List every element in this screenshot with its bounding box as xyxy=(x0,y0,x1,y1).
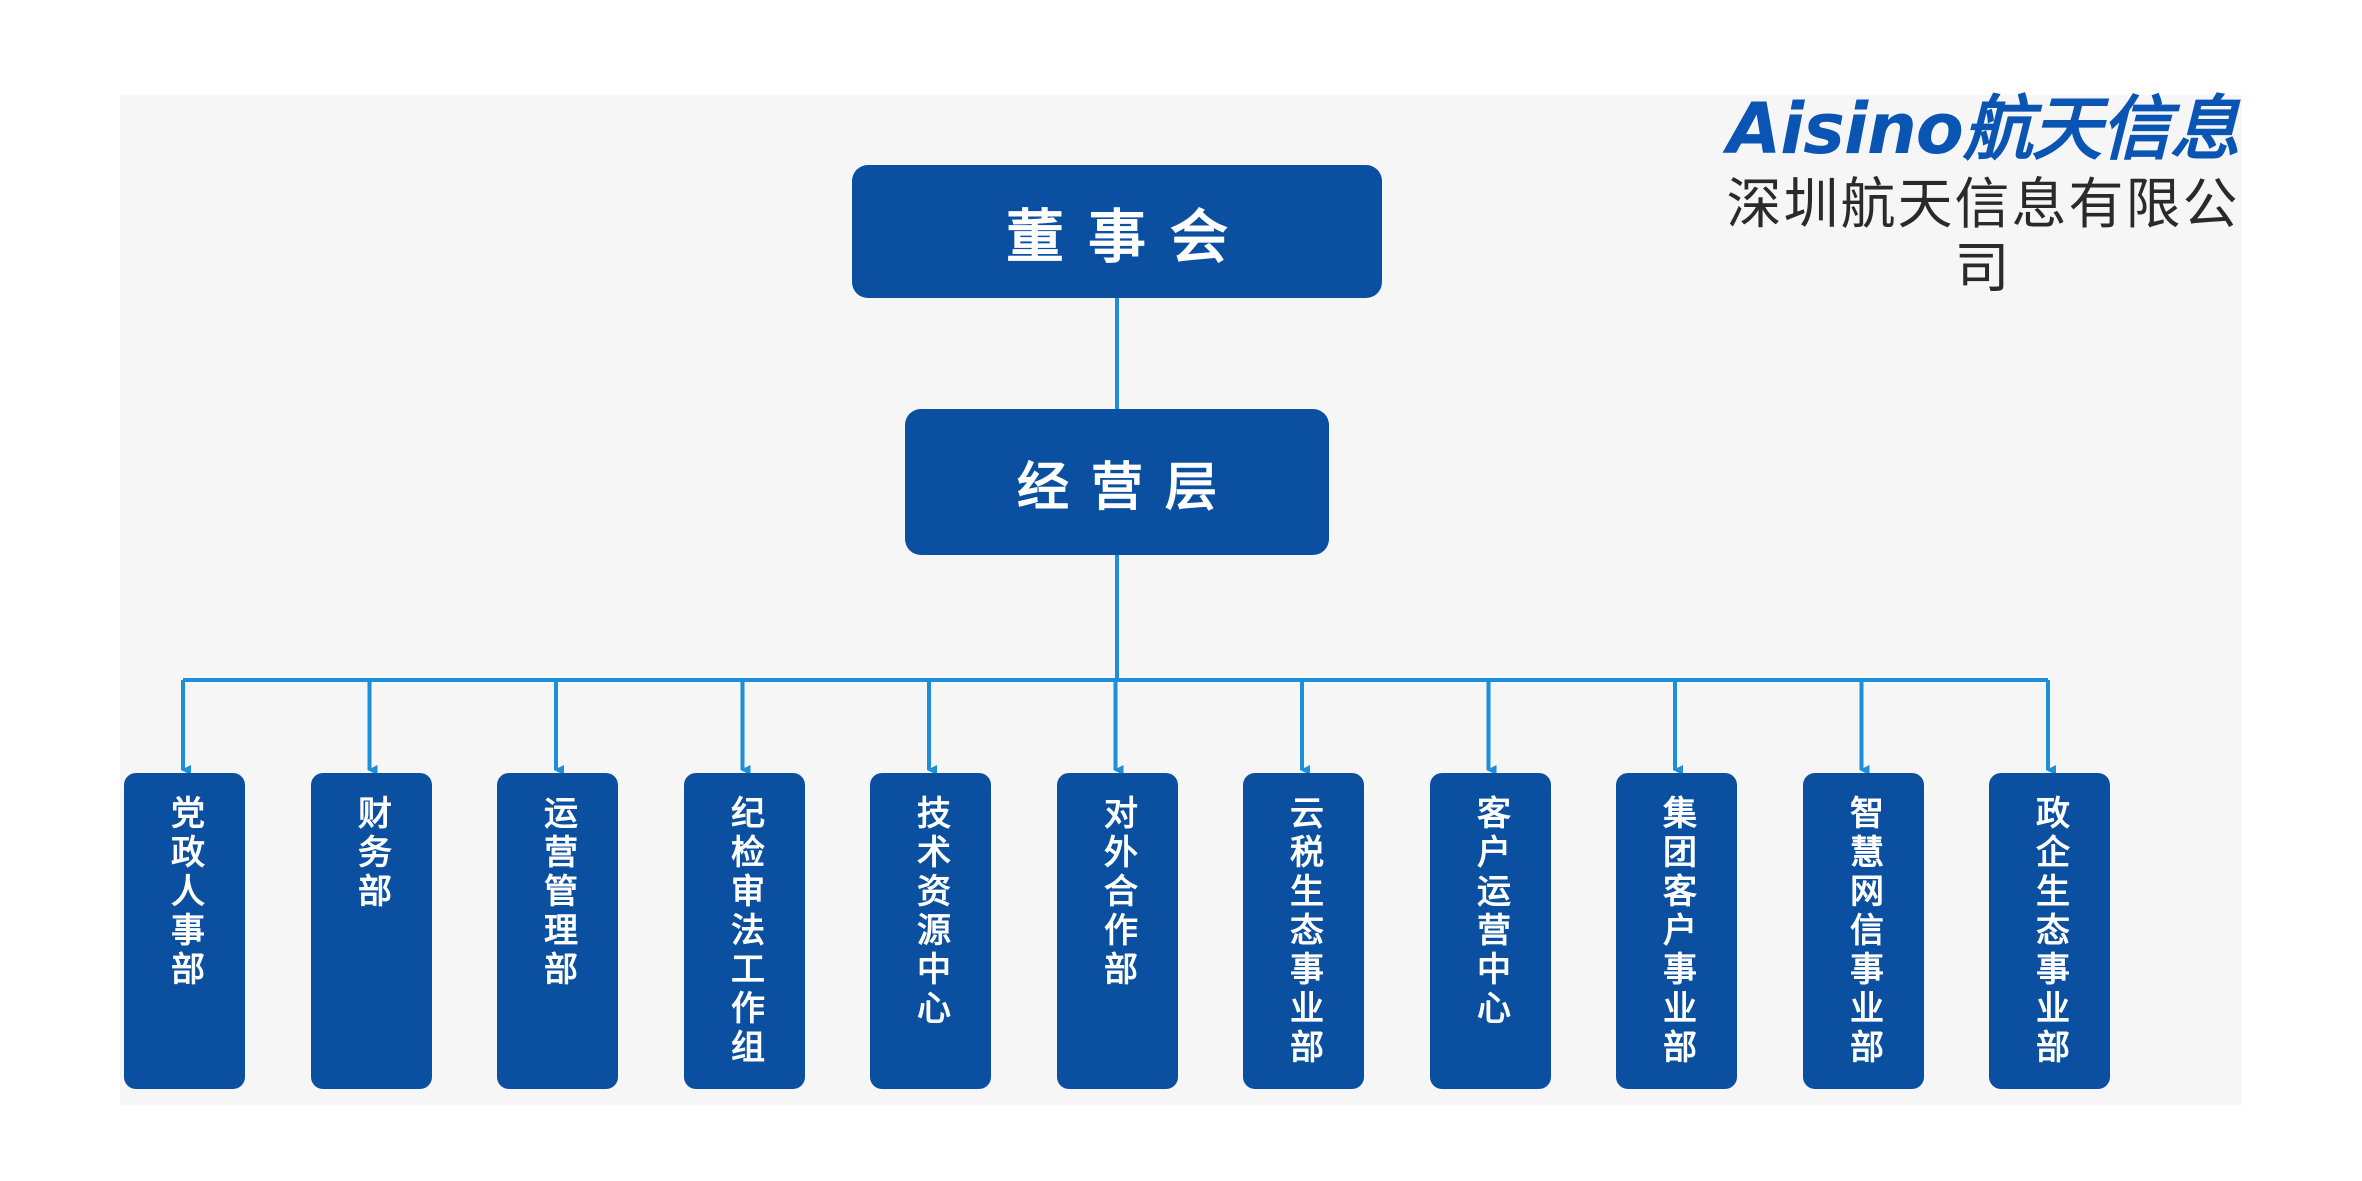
department-box: 云税生态事业部 xyxy=(1243,773,1364,1089)
department-label: 云税生态事业部 xyxy=(1283,795,1324,1068)
department-label: 集团客户事业部 xyxy=(1656,795,1697,1068)
management-layer-box: 经营层 xyxy=(905,409,1329,555)
company-name: 深圳航天信息有限公司 xyxy=(1726,172,2240,300)
brand-block: Aisino航天信息 深圳航天信息有限公司 xyxy=(1710,92,2256,300)
department-label: 运营管理部 xyxy=(537,795,578,990)
department-label: 智慧网信事业部 xyxy=(1843,795,1884,1068)
board-of-directors-box: 董事会 xyxy=(852,165,1382,298)
management-layer-label: 经营层 xyxy=(1016,457,1239,518)
department-label: 党政人事部 xyxy=(164,795,205,990)
department-label: 技术资源中心 xyxy=(910,795,951,1029)
department-box: 纪检审法工作组 xyxy=(684,773,805,1089)
department-box: 智慧网信事业部 xyxy=(1803,773,1924,1089)
department-label: 财务部 xyxy=(351,795,392,912)
department-box: 政企生态事业部 xyxy=(1989,773,2110,1089)
department-label: 客户运营中心 xyxy=(1470,795,1511,1029)
board-of-directors-label: 董事会 xyxy=(1005,202,1252,271)
department-label: 纪检审法工作组 xyxy=(724,795,765,1068)
department-box: 对外合作部 xyxy=(1057,773,1178,1089)
department-box: 技术资源中心 xyxy=(870,773,991,1089)
department-label: 政企生态事业部 xyxy=(2029,795,2070,1068)
department-box: 集团客户事业部 xyxy=(1616,773,1737,1089)
aisino-logo: Aisino航天信息 xyxy=(1727,88,2240,170)
department-box: 运营管理部 xyxy=(497,773,618,1089)
department-box: 财务部 xyxy=(311,773,432,1089)
department-box: 客户运营中心 xyxy=(1430,773,1551,1089)
department-box: 党政人事部 xyxy=(124,773,245,1089)
department-label: 对外合作部 xyxy=(1097,795,1138,990)
